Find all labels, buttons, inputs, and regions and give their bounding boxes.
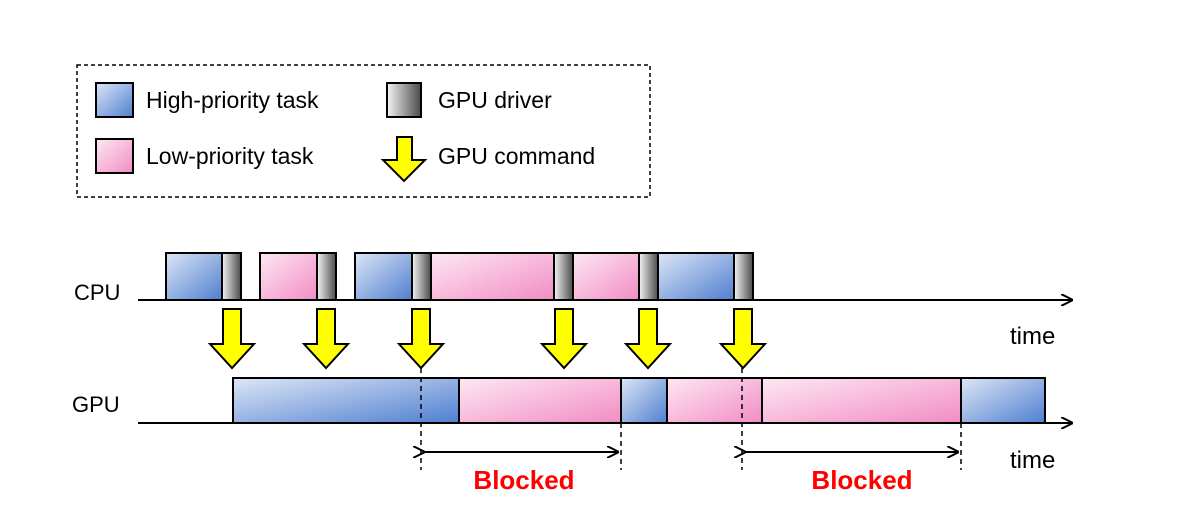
cpu-time-label: time [1010, 323, 1055, 350]
legend-low-priority-swatch [95, 138, 134, 174]
cpu-gpu-driver [221, 252, 242, 301]
cpu-low-priority-task [572, 252, 640, 301]
cpu-low-priority-task [259, 252, 318, 301]
blocked-label: Blocked [473, 465, 574, 495]
gpu-high-priority-task [232, 377, 460, 424]
cpu-high-priority-task [354, 252, 413, 301]
cpu-gpu-driver [553, 252, 574, 301]
legend-border [76, 64, 651, 198]
gpu-label: GPU [72, 392, 120, 417]
blocked-label: Blocked [811, 465, 912, 495]
legend: High-priority task GPU driver Low-priori… [76, 64, 651, 198]
cpu-gpu-driver [638, 252, 659, 301]
cpu-high-priority-task [165, 252, 223, 301]
gpu-low-priority-task [761, 377, 962, 424]
gpu-time-label: time [1010, 447, 1055, 474]
legend-gpu-command-label: GPU command [438, 143, 595, 169]
gpu-command-arrow-icon [380, 136, 428, 183]
cpu-row: CPU time [74, 252, 1072, 350]
gpu-command-arrow-icon [207, 308, 257, 370]
gpu-low-priority-task [458, 377, 622, 424]
cpu-gpu-driver [316, 252, 337, 301]
cpu-high-priority-task [657, 252, 735, 301]
gpu-command-arrow-icon [301, 308, 351, 370]
blocked-intervals: Blocked Blocked [421, 368, 962, 495]
cpu-low-priority-task [430, 252, 555, 301]
gpu-command-arrow-icon [396, 308, 446, 370]
gpu-high-priority-task [960, 377, 1046, 424]
gpu-command-arrow-icon [623, 308, 673, 370]
gpu-command-arrow-icon [718, 308, 768, 370]
gpu-command-arrow-icon [539, 308, 589, 370]
gpu-low-priority-task [666, 377, 763, 424]
cpu-label: CPU [74, 280, 120, 305]
legend-low-priority-label: Low-priority task [146, 143, 314, 169]
gpu-command-arrows [207, 308, 768, 370]
legend-gpu-driver-label: GPU driver [438, 87, 552, 113]
cpu-gpu-driver [733, 252, 754, 301]
legend-high-priority-swatch [95, 82, 134, 118]
legend-gpu-driver-swatch [386, 82, 422, 118]
gpu-high-priority-task [620, 377, 668, 424]
legend-high-priority-label: High-priority task [146, 87, 319, 113]
gpu-row: GPU time [72, 377, 1072, 474]
cpu-gpu-driver [411, 252, 432, 301]
